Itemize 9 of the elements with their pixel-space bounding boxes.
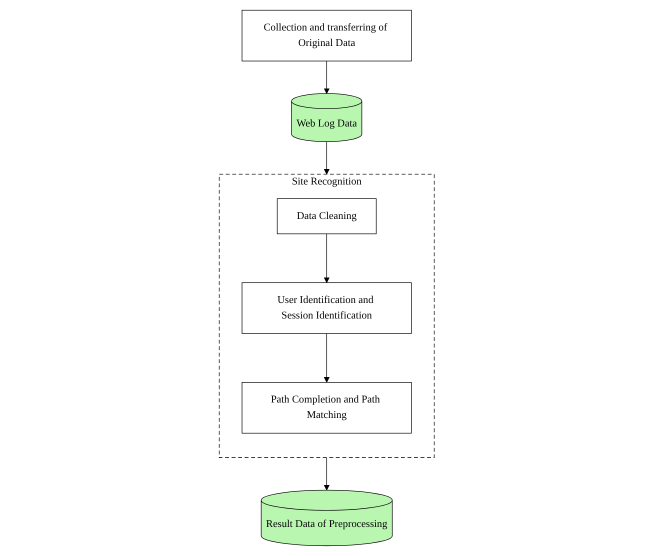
node-box: User Identification and Session Identification [241,282,412,334]
node-box: Collection and transferring of Original Data [241,10,412,62]
node-box: Data Cleaning [276,198,376,234]
arrow [324,457,330,490]
arrow [324,141,330,174]
arrow [324,234,330,283]
arrow [324,333,330,383]
node-box: Path Completion and Path Matching [241,382,412,434]
arrow [324,60,330,94]
